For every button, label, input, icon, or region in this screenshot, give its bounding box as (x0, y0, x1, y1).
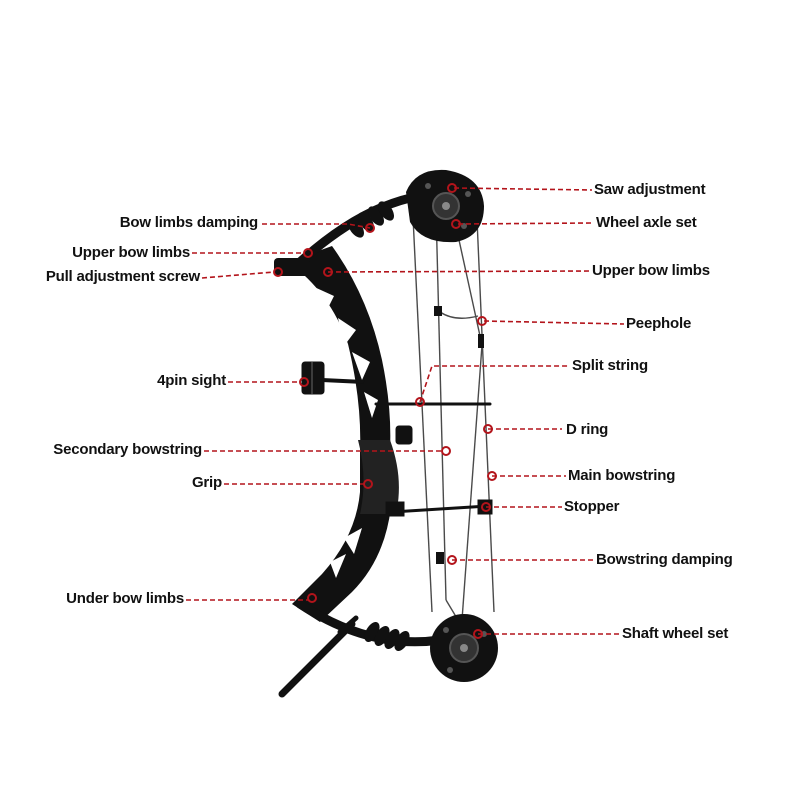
label-saw-adjustment: Saw adjustment (594, 181, 706, 198)
grip-shape (358, 440, 399, 514)
label-d-ring: D ring (566, 421, 609, 438)
label-secondary-bowstring: Secondary bowstring (53, 441, 202, 458)
label-wheel-axle-set: Wheel axle set (596, 214, 697, 231)
label-under-bow-limbs: Under bow limbs (66, 590, 184, 607)
label-stopper: Stopper (564, 498, 620, 515)
label-shaft-wheel-set: Shaft wheel set (622, 625, 729, 642)
stabilizer (278, 615, 359, 698)
label-pull-adjustment-screw: Pull adjustment screw (45, 268, 200, 285)
label-upper-bow-limbs-right: Upper bow limbs (592, 262, 710, 279)
leader-markers (273, 183, 497, 639)
string-clip (434, 306, 442, 316)
label-bow-limbs-damping: Bow limbs damping (119, 214, 258, 231)
riser-cutouts (312, 286, 378, 578)
bow-riser (288, 246, 392, 622)
label-grip: Grip (191, 474, 222, 491)
label-split-string: Split string (572, 357, 648, 374)
lower-limb-damper (364, 622, 410, 651)
rods (374, 402, 493, 517)
label-bowstring-damping: Bowstring damping (596, 551, 733, 568)
peep-piece (478, 334, 484, 348)
upper-limb-damper (348, 201, 394, 238)
bottom-cam (430, 614, 498, 682)
pull-adjustment-block (274, 258, 310, 276)
label-peephole: Peephole (626, 315, 692, 332)
leader-lines (186, 187, 625, 635)
label-upper-bow-limbs-left: Upper bow limbs (72, 244, 190, 261)
pin-sight (301, 361, 365, 395)
bowstrings (411, 195, 495, 651)
top-cam (406, 169, 484, 243)
string-damper (436, 552, 444, 564)
label-main-bowstring: Main bowstring (568, 467, 676, 484)
label-4pin-sight: 4pin sight (157, 372, 226, 389)
